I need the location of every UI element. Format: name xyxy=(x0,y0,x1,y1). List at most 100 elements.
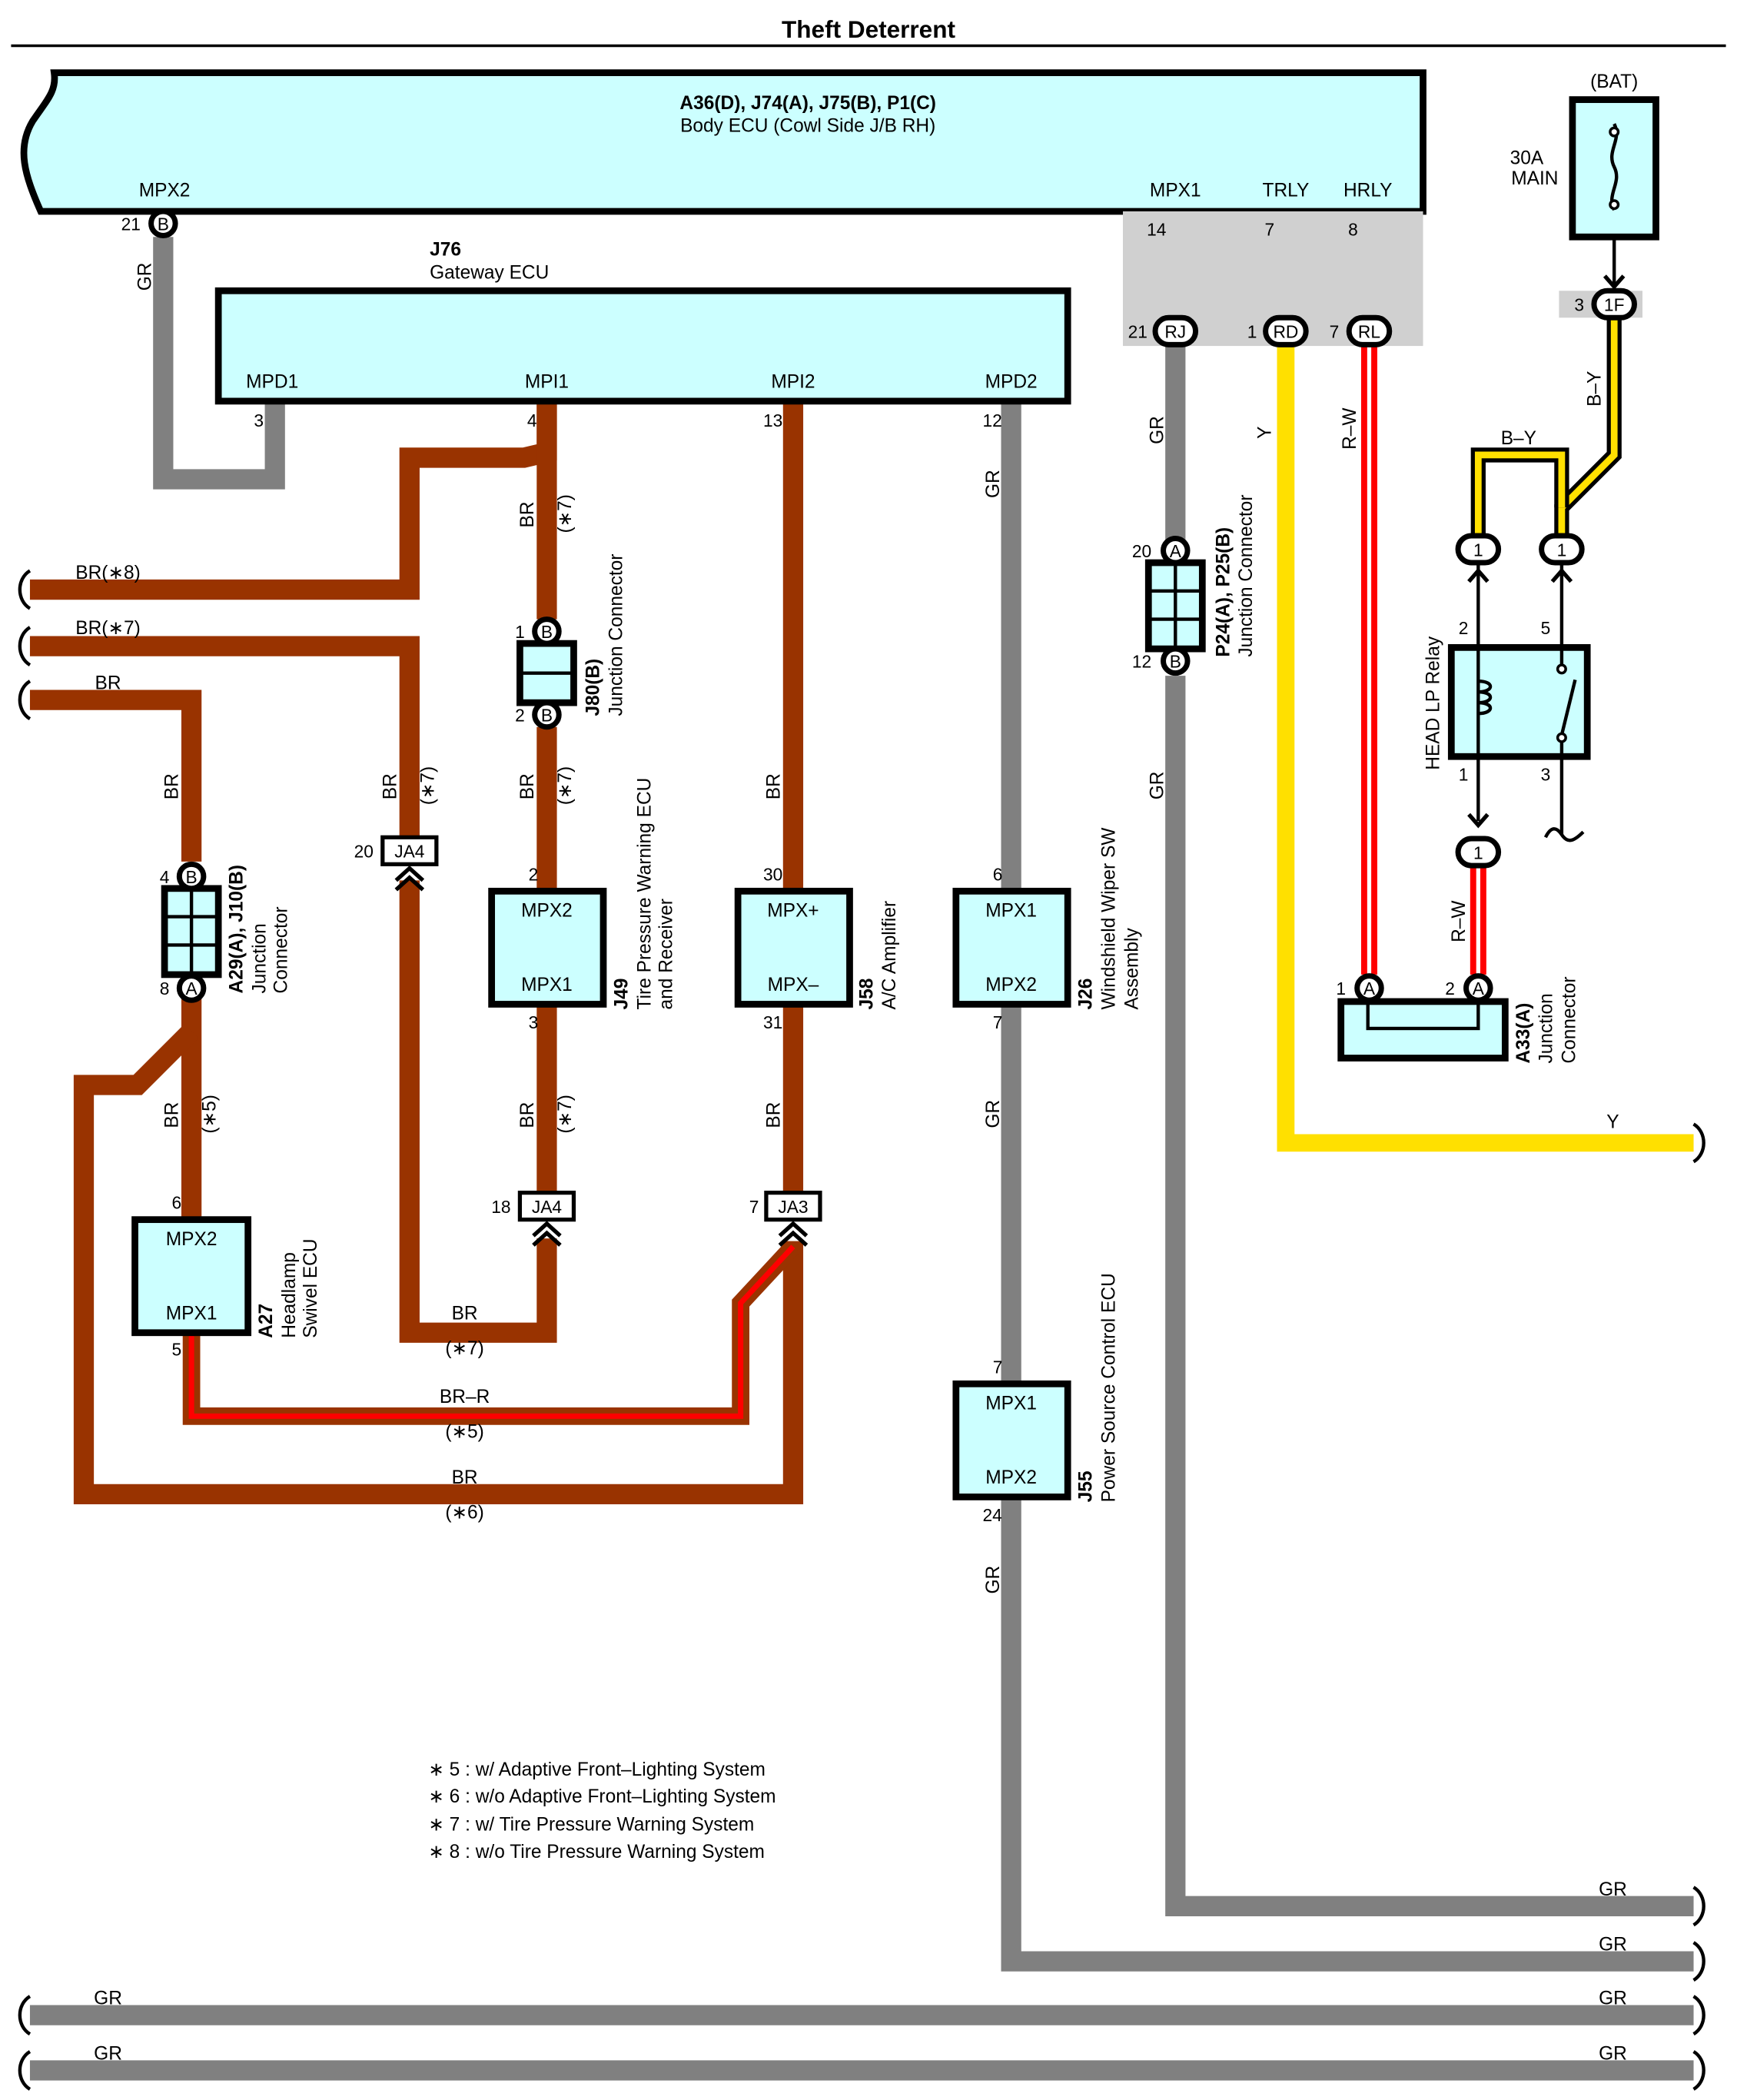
body-ecu-pin21: 21 xyxy=(121,214,141,234)
a33-term-1-letter: A xyxy=(1363,979,1376,998)
wire-label-br8: BR(∗8) xyxy=(75,563,141,583)
ja3-label: JA3 xyxy=(778,1197,808,1217)
diagram-title: Theft Deterrent xyxy=(782,15,955,43)
gateway-ecu-box xyxy=(214,287,1071,405)
relay-name: HEAD LP Relay xyxy=(1423,636,1444,770)
j55-box xyxy=(952,1380,1071,1500)
wire-label-br-j58: BR xyxy=(763,1102,784,1128)
relay-contact-bottom xyxy=(1556,732,1567,743)
gateway-pin-mpi1: MPI1 xyxy=(525,371,569,392)
a27-bottom: MPX1 xyxy=(166,1303,218,1324)
relay-box xyxy=(1447,643,1591,760)
body-ecu-pin-mpx1: MPX1 xyxy=(1150,181,1201,201)
j58-bottom: MPX– xyxy=(768,975,819,995)
j26-name1: Windshield Wiper SW xyxy=(1098,827,1119,1010)
wire-br-ja4-loop xyxy=(399,880,557,1343)
gateway-ecu-name: Gateway ECU xyxy=(430,263,549,284)
relay-term-right-label: 1 xyxy=(1557,540,1567,560)
j49-top: MPX2 xyxy=(521,901,573,922)
battery-label: (BAT) xyxy=(1590,71,1638,92)
ja3-box xyxy=(764,1191,822,1222)
a27-pin-bottom: 5 xyxy=(172,1340,182,1360)
p24-grid xyxy=(1148,563,1203,650)
a29-term-a-letter: A xyxy=(186,979,198,998)
a33-pin2: 2 xyxy=(1445,979,1455,998)
ja4-top-pin: 20 xyxy=(354,842,374,862)
a27-name1: Headlamp xyxy=(279,1252,300,1338)
j49-bottom: MPX1 xyxy=(521,975,573,995)
j26-top: MPX1 xyxy=(985,901,1037,922)
relay-chevron-out xyxy=(1467,812,1490,829)
relay-term-right xyxy=(1539,533,1585,566)
a27-top: MPX2 xyxy=(166,1229,218,1250)
a33-inner xyxy=(1366,999,1480,1031)
j49-name2: and Receiver xyxy=(656,899,676,1009)
wire-label-gr-right-1: GR xyxy=(1599,1879,1627,1900)
fuse-top-dot xyxy=(1609,126,1620,138)
relay-term-out xyxy=(1455,836,1502,869)
wire-label-by-branch: B–Y xyxy=(1501,428,1536,449)
note-5: ∗ 5 : w/ Adaptive Front–Lighting System xyxy=(428,1759,766,1780)
body-ecu-terminal-b xyxy=(148,208,178,238)
p24-term-b xyxy=(1161,646,1191,676)
wire-brr-stripe xyxy=(188,1244,795,1419)
relay-pin5: 5 xyxy=(1541,618,1551,638)
ja4-top-label: JA4 xyxy=(394,842,424,862)
ja3-chevrons xyxy=(778,1221,809,1247)
wire-label-br-mpi1: BR xyxy=(517,501,538,527)
j58-code: J58 xyxy=(856,979,877,1010)
j49-pin-top: 2 xyxy=(529,864,539,884)
relay-ground-squiggle xyxy=(1543,827,1585,842)
j55-bottom: MPX2 xyxy=(985,1467,1037,1488)
wire-label-by-main: B–Y xyxy=(1585,371,1606,407)
wire-gr-p24-out xyxy=(1165,676,1694,1916)
body-ecu-box xyxy=(20,69,1426,215)
j26-pin-top: 6 xyxy=(993,864,1003,884)
relay-contact-top xyxy=(1556,663,1567,675)
fuse-output-chevron xyxy=(1602,274,1626,291)
j80-term-top-letter: B xyxy=(541,622,553,642)
a29-term-b-letter: B xyxy=(186,867,198,887)
gateway-pin12: 12 xyxy=(982,410,1001,430)
gateway-pin13: 13 xyxy=(763,410,782,430)
wire-by-branch xyxy=(1470,447,1569,537)
jc-rj-pin: 21 xyxy=(1128,322,1147,342)
wire-label-gr-left-1: GR xyxy=(94,1989,122,2009)
wire-br7-ja4 xyxy=(29,636,420,838)
j80-term-top xyxy=(532,616,562,646)
wire-label-n7-ja4: (∗7) xyxy=(417,766,438,805)
conn-1f-terminal xyxy=(1591,287,1637,321)
j80-name: Junction Connector xyxy=(606,554,627,716)
wire-br6-loop xyxy=(73,1024,804,1505)
a29-term-b xyxy=(176,861,207,892)
j49-box xyxy=(488,887,607,1008)
gateway-pin3: 3 xyxy=(254,410,264,430)
wire-label-rw-rl: R–W xyxy=(1340,407,1360,450)
relay-term-left xyxy=(1455,533,1502,566)
wire-label-br-j49: BR xyxy=(517,1102,538,1128)
a33-term-2 xyxy=(1463,973,1493,1003)
j26-name2: Assembly xyxy=(1121,928,1142,1010)
wire-label-br-a27: BR xyxy=(162,1102,183,1128)
gateway-pin-mpd1: MPD1 xyxy=(246,371,298,392)
a33-term-2-letter: A xyxy=(1473,979,1485,998)
a27-pin-top: 6 xyxy=(172,1193,182,1213)
jc-rd: RD xyxy=(1273,322,1298,342)
a33-name2: Connector xyxy=(1559,976,1579,1063)
wire-label-n7-loop: (∗7) xyxy=(445,1338,483,1359)
j26-bottom: MPX2 xyxy=(985,975,1037,995)
relay-coil-icon xyxy=(1478,679,1493,716)
j55-name1: Power Source Control ECU xyxy=(1098,1273,1119,1502)
gateway-pin-mpi2: MPI2 xyxy=(771,371,815,392)
body-ecu-connectors: A36(D), J74(A), J75(B), P1(C) xyxy=(679,93,936,114)
ja4-bottom-pin: 18 xyxy=(491,1197,510,1217)
wire-label-br-ja4: BR xyxy=(380,773,400,799)
wire-label-n7-mpi1: (∗7) xyxy=(555,494,576,533)
body-ecu-terminal-b-letter: B xyxy=(158,214,169,234)
a29-pin4: 4 xyxy=(160,867,170,887)
a29-term-a xyxy=(176,973,207,1003)
a33-name1: Junction xyxy=(1536,993,1557,1063)
p24-pin12: 12 xyxy=(1132,652,1151,672)
wire-label-y-right: Y xyxy=(1606,1112,1619,1133)
